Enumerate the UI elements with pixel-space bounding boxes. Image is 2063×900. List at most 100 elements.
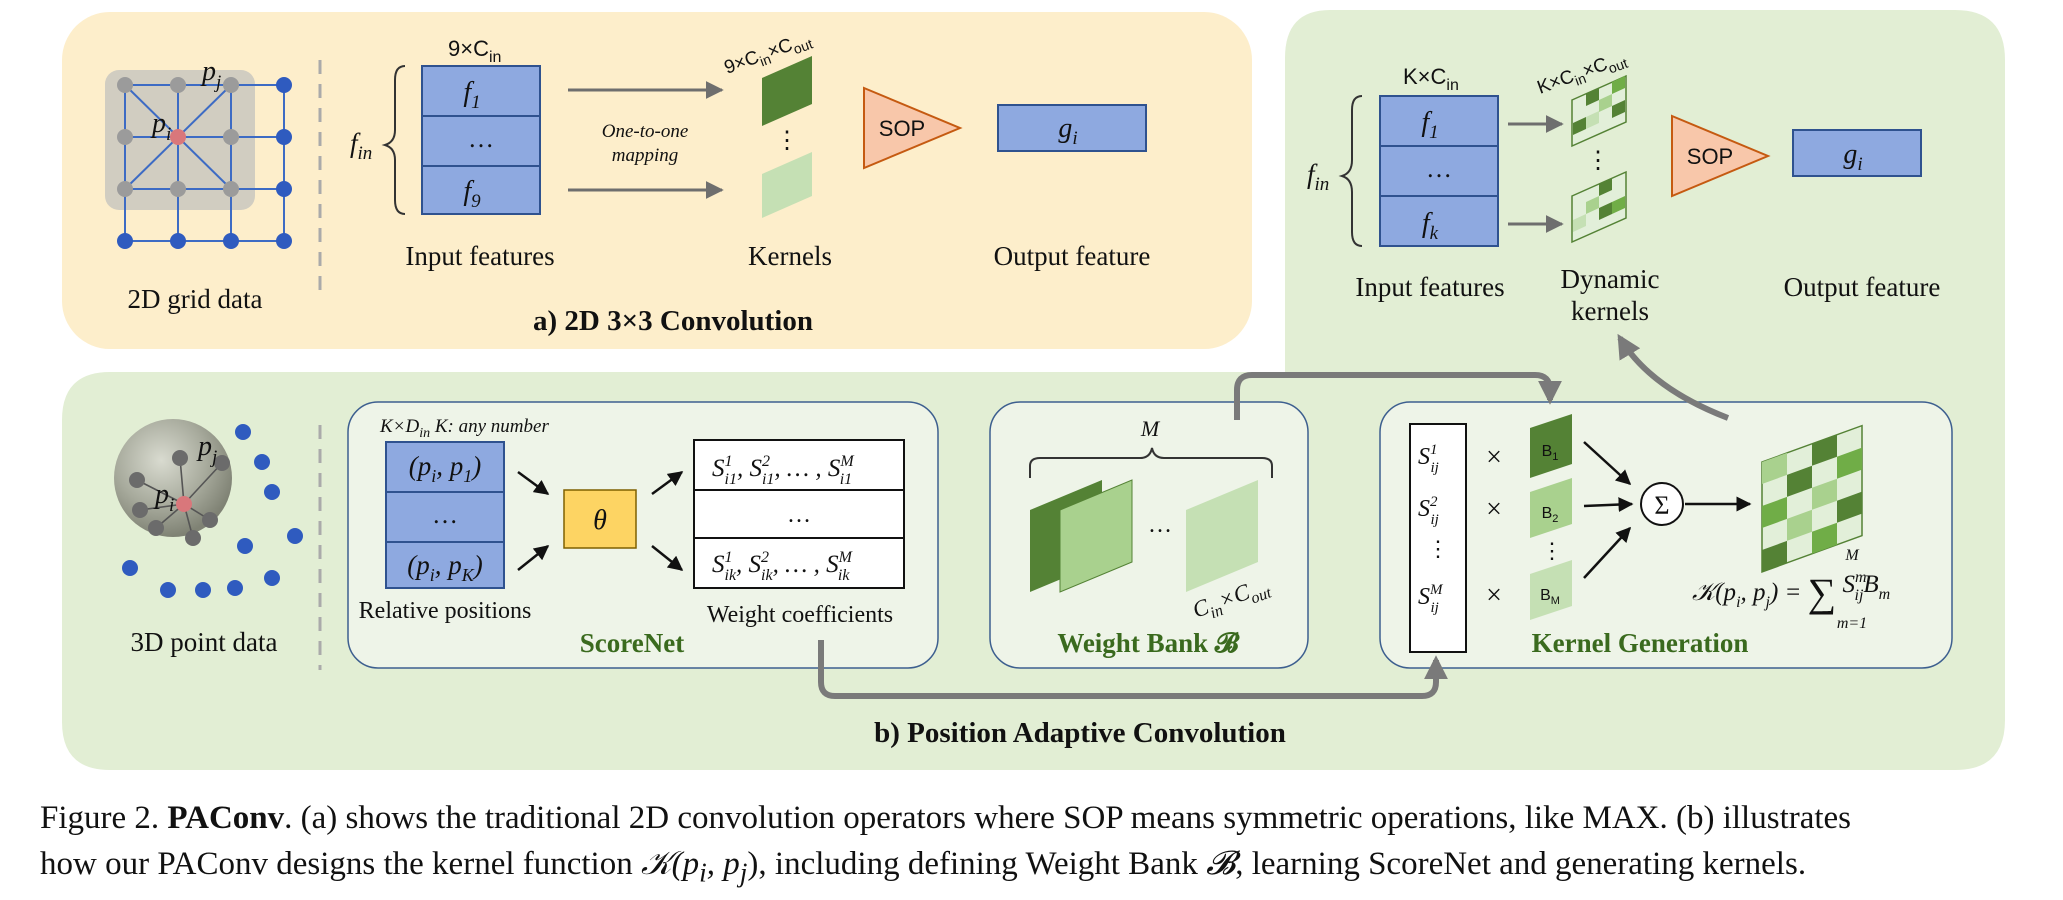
relpos-row-dots: … [432, 500, 458, 529]
coef-row-dots: … [787, 502, 811, 528]
sigma-label: Σ [1654, 491, 1669, 520]
scorenet-arrow-in-bottom [517, 545, 550, 571]
relpos-row-k: (pi, pK) [407, 550, 483, 585]
panel-a-feature-dots: … [468, 124, 494, 153]
kernel-to-dynamic-arrow [1617, 333, 1730, 421]
panel-a-kernel-dots: ⋮ [775, 128, 799, 154]
panel-a-input-label: Input features [405, 241, 554, 271]
dynamic-kernel-dots: ⋮ [1586, 148, 1610, 174]
panel-b-feature-dots: … [1426, 154, 1452, 183]
panel-b-brace [1338, 95, 1363, 247]
generated-kernel [1761, 424, 1863, 574]
panel-b-sop-shape [1671, 114, 1771, 198]
panel-a-sop-shape [863, 86, 963, 170]
weight-bank-box [989, 401, 1309, 669]
panel-a-sop-label: SOP [879, 116, 925, 141]
panel-b-feature-k: fk [1422, 208, 1439, 244]
caption-line2-a: how our PAConv designs the kernel functi… [40, 846, 641, 882]
panel-a-output-label: Output feature [994, 241, 1151, 271]
caption-bank: 𝓑 [1206, 846, 1236, 882]
basis-bm-label: BM [1540, 587, 1560, 607]
panel-a-title: a) 2D 3×3 Convolution [533, 305, 813, 337]
panel-a-background [62, 12, 1252, 349]
dynamic-kernels-label-line2: kernels [1571, 296, 1649, 326]
times-1: × [1486, 442, 1502, 473]
scorenet-title: ScoreNet [580, 628, 684, 658]
weight-bank-title: Weight Bank 𝓑 [1057, 628, 1240, 658]
theta-label: θ [593, 505, 607, 536]
kernel-formula-upper: M [1844, 547, 1860, 564]
point-pj-label: pj [196, 431, 217, 468]
grid-2d-figure [105, 70, 292, 249]
panel-a-kernel-light [762, 152, 812, 218]
weight-coefficient-table [693, 439, 905, 589]
scorenet-to-kernelgen-arrow [818, 640, 1448, 699]
bank-to-kernelgen-arrow [1234, 372, 1562, 420]
sum-arrow-1 [1583, 441, 1632, 486]
panel-b-title: b) Position Adaptive Convolution [874, 717, 1286, 749]
weight-bank-brace [1029, 447, 1273, 478]
scorenet-arrow-in-top [517, 470, 550, 496]
s-label-dots: ⋮ [1427, 536, 1449, 561]
sum-arrow-m [1583, 526, 1632, 579]
kernel-formula-lower: m=1 [1837, 615, 1867, 632]
panel-b-output-text: gi [1843, 139, 1862, 175]
panel-b-output-label: Output feature [1784, 272, 1941, 302]
scorenet-header: K×Din K: any number [379, 416, 549, 441]
weight-coefficients-label: Weight coefficients [707, 602, 893, 628]
caption-prefix: Figure 2. [40, 800, 168, 836]
caption-bold-title: PAConv [167, 800, 285, 836]
panel-b-sop-label: SOP [1687, 144, 1733, 169]
relative-positions-label: Relative positions [359, 598, 532, 624]
panel-a-kernel-dark [762, 56, 812, 126]
point-data-label: 3D point data [131, 627, 278, 657]
basis-b2-shape [1530, 478, 1572, 538]
relative-position-stack [385, 441, 505, 589]
dynamic-kernels-label-line1: Dynamic [1561, 264, 1660, 294]
panel-a-brace [381, 65, 406, 215]
caption-line1-rest: . (a) shows the traditional 2D convoluti… [284, 800, 1852, 836]
figure-caption: Figure 2. PAConv. (a) shows the traditio… [40, 795, 2030, 896]
weight-bank-dots: … [1148, 512, 1172, 538]
basis-bm-shape [1530, 560, 1572, 620]
panel-b-input-label: Input features [1355, 272, 1504, 302]
scorenet-arrow-out-top [651, 470, 684, 496]
point-pi-label: pi [153, 479, 174, 516]
weight-bank-m-label: M [1140, 416, 1161, 441]
panel-a-output-box [997, 104, 1147, 152]
panel-a-output-text: gi [1058, 113, 1077, 149]
theta-box [563, 489, 637, 549]
panel-a-feature-1: f1 [463, 77, 480, 113]
panel-b-feature-1: f1 [1421, 107, 1438, 143]
dynamic-kernel-bottom [1571, 170, 1627, 244]
basis-dots: ⋮ [1541, 538, 1563, 563]
weight-bank-kernel-2 [1059, 479, 1133, 593]
sum-arrow-2 [1583, 497, 1634, 513]
panel-b-feature-stack [1379, 95, 1499, 247]
panel-a-feature-size: 9×Cin [448, 36, 501, 66]
panel-b-output-box [1792, 129, 1922, 177]
panel-a-feature-9: f9 [463, 176, 481, 212]
caption-line2-c: , learning ScoreNet and generating kerne… [1235, 846, 1807, 882]
caption-line-1: Figure 2. PAConv. (a) shows the traditio… [40, 795, 2030, 841]
scorenet-arrow-out-bottom [651, 545, 684, 571]
caption-math: 𝒦(pi, pj [640, 846, 748, 888]
mapping-label-line2: mapping [612, 145, 679, 166]
kernel-generation-title: Kernel Generation [1532, 628, 1749, 658]
relpos-row-1: (pi, p1) [409, 451, 482, 486]
basis-b2-label: B2 [1542, 505, 1559, 525]
point-cloud-3d-figure [114, 419, 303, 598]
dynamic-kernel-top [1571, 74, 1627, 148]
basis-b1-label: B1 [1542, 443, 1559, 463]
grid-pj-label: pj [200, 56, 221, 93]
caption-line-2: how our PAConv designs the kernel functi… [40, 841, 2030, 896]
s-column-box [1409, 423, 1467, 653]
grid-pi-label: pi [150, 108, 171, 145]
grid-data-label: 2D grid data [128, 284, 263, 314]
